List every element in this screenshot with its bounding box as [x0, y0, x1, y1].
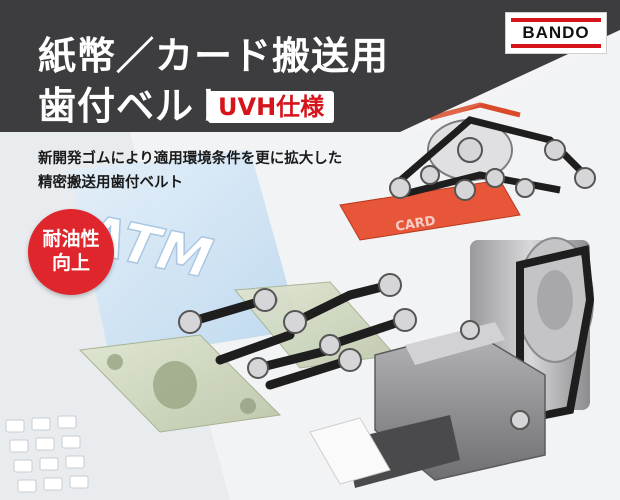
atm-keypad	[5, 415, 89, 493]
oil-badge-line2: 向上	[51, 252, 90, 274]
header-banner	[0, 0, 620, 132]
brand-logo: BANDO	[505, 12, 607, 54]
belt-conveyors	[185, 280, 410, 390]
spec-badge: UVH仕様	[208, 91, 335, 123]
logo-top-stripe	[511, 18, 601, 22]
description-line2: 精密搬送用歯付ベルト	[38, 175, 183, 191]
receipt-illustration	[309, 417, 391, 485]
dispenser-unit	[309, 237, 595, 488]
card-label: CARD	[394, 214, 436, 235]
logo-bottom-stripe	[511, 44, 601, 48]
description-line1: 新開発ゴムにより適用環境条件を更に拡大した	[38, 151, 343, 167]
page-title-line1: 紙幣／カード搬送用	[38, 34, 390, 78]
oil-badge-line1: 耐油性	[42, 228, 100, 250]
oil-resistance-badge: 耐油性 向上	[28, 209, 114, 295]
card-transport-illustration: CARD	[339, 102, 596, 241]
page-title-line2: 歯付ベルト	[38, 84, 234, 128]
brand-logo-text: BANDO	[522, 23, 590, 42]
